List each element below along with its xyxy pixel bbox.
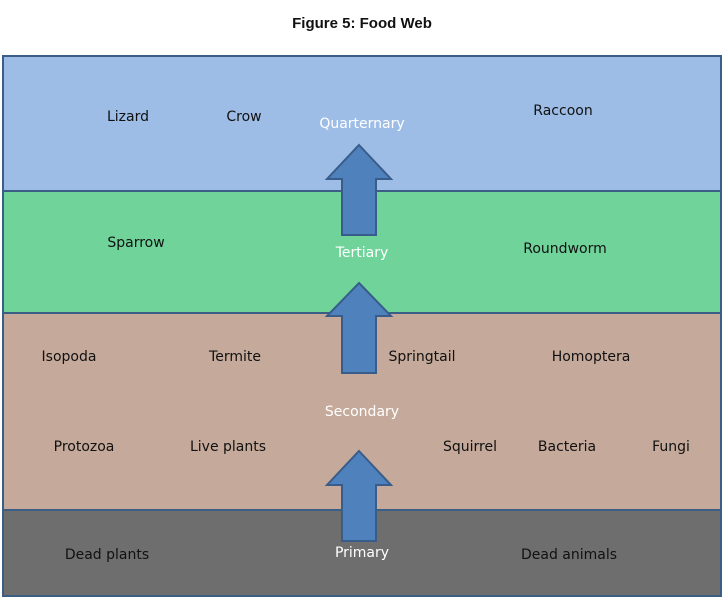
organism-label: Raccoon <box>533 103 593 119</box>
level-label-primary: Primary <box>334 545 390 561</box>
arrow-up-icon <box>324 281 394 374</box>
arrow-up-icon <box>324 449 394 542</box>
arrow-up-icon <box>324 143 394 236</box>
organism-label: Squirrel <box>443 439 497 455</box>
organism-label: Dead plants <box>64 547 150 563</box>
level-label-quaternary: Quarternary <box>319 116 405 132</box>
organism-label: Protozoa <box>53 439 115 455</box>
organism-label: Termite <box>209 349 261 365</box>
organism-label: Homoptera <box>551 349 631 365</box>
organism-label: Springtail <box>388 349 456 365</box>
organism-label: Sparrow <box>107 235 165 251</box>
organism-label: Fungi <box>652 439 690 455</box>
organism-label: Dead animals <box>520 547 618 563</box>
organism-label: Crow <box>226 109 262 125</box>
level-label-tertiary: Tertiary <box>335 245 389 261</box>
organism-label: Isopoda <box>41 349 97 365</box>
organism-label: Roundworm <box>523 241 607 257</box>
figure-title: Figure 5: Food Web <box>292 15 432 32</box>
organism-label: Lizard <box>106 109 150 125</box>
level-label-secondary: Secondary <box>324 404 400 420</box>
organism-label: Bacteria <box>537 439 597 455</box>
organism-label: Live plants <box>189 439 267 455</box>
